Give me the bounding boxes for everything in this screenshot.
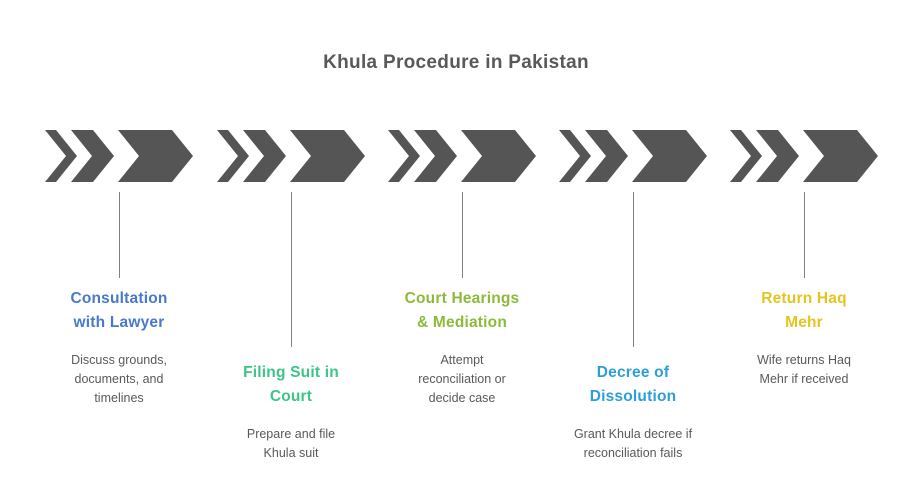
step-4-arrow-icon — [559, 130, 707, 182]
chevron-medium-icon — [71, 130, 114, 182]
chevron-medium-icon — [756, 130, 799, 182]
step-5-item: Return Haq Mehr Wife returns Haq Mehr if… — [719, 287, 889, 389]
step-2-title: Filing Suit in Court — [243, 364, 339, 405]
step-2-description: Prepare and file Khula suit — [246, 427, 336, 460]
step-5-connector-line — [804, 192, 805, 278]
step-4-title: Decree of Dissolution — [589, 364, 677, 405]
step-5-description: Wife returns Haq Mehr if received — [757, 353, 851, 386]
arrow-body-icon — [803, 130, 878, 182]
step-2-item: Filing Suit in Court Prepare and file Kh… — [206, 361, 376, 463]
arrow-body-icon — [461, 130, 536, 182]
step-4-connector-line — [633, 192, 634, 347]
step-1-title: Consultation with Lawyer — [70, 290, 168, 331]
step-1-item: Consultation with Lawyer Discuss grounds… — [34, 287, 204, 408]
step-1-description: Discuss grounds, documents, and timeline… — [71, 353, 167, 405]
diagram-title: Khula Procedure in Pakistan — [323, 52, 589, 73]
arrow-body-icon — [118, 130, 193, 182]
step-1-connector-line — [119, 192, 120, 278]
step-3-arrow-icon — [388, 130, 536, 182]
arrow-body-icon — [290, 130, 365, 182]
step-3-connector-line — [462, 192, 463, 278]
chevron-small-icon — [730, 130, 762, 182]
step-4-item: Decree of Dissolution Grant Khula decree… — [548, 361, 718, 463]
step-3-title: Court Hearings & Mediation — [404, 290, 520, 331]
step-5-title: Return Haq Mehr — [761, 290, 847, 331]
chevron-medium-icon — [243, 130, 286, 182]
chevron-medium-icon — [585, 130, 628, 182]
step-1-arrow-icon — [45, 130, 193, 182]
step-5-arrow-icon — [730, 130, 878, 182]
step-3-item: Court Hearings & Mediation Attempt recon… — [377, 287, 547, 408]
step-2-arrow-icon — [217, 130, 365, 182]
chevron-medium-icon — [414, 130, 457, 182]
step-3-description: Attempt reconciliation or decide case — [418, 353, 506, 405]
chevron-small-icon — [45, 130, 77, 182]
chevron-small-icon — [217, 130, 249, 182]
step-2-connector-line — [291, 192, 292, 347]
arrow-body-icon — [632, 130, 707, 182]
chevron-small-icon — [388, 130, 420, 182]
chevron-small-icon — [559, 130, 591, 182]
step-4-description: Grant Khula decree if reconciliation fai… — [573, 427, 693, 460]
